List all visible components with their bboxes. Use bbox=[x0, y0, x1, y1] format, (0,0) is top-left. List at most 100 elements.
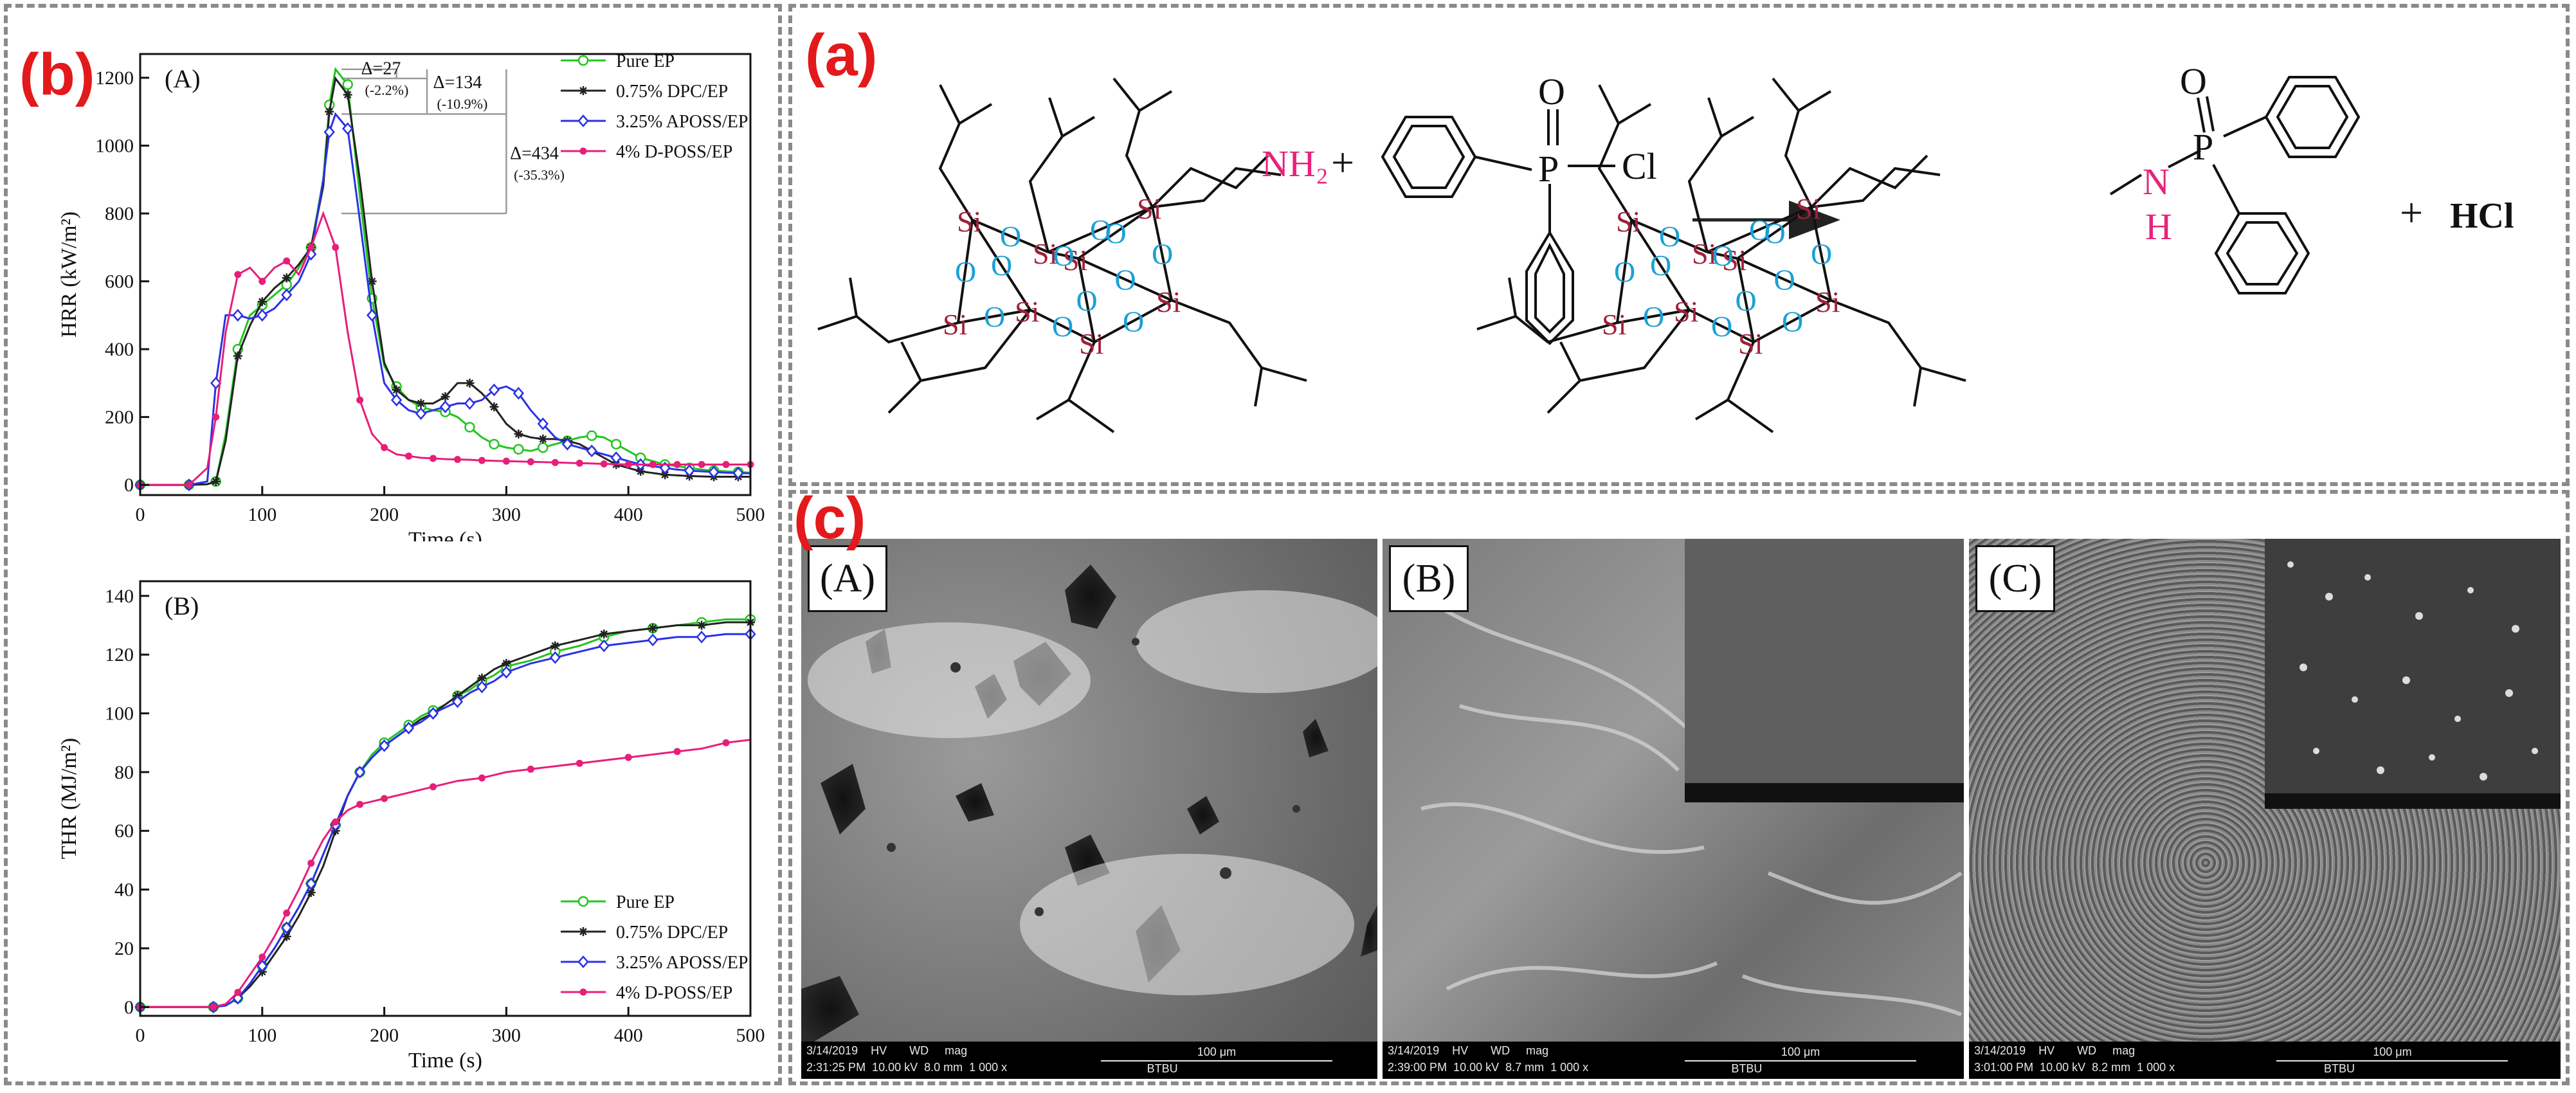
hrr-data-point bbox=[325, 107, 334, 116]
sem-c-surface bbox=[2265, 539, 2561, 809]
thr-ytick-label: 40 bbox=[114, 880, 134, 901]
hrr-data-point bbox=[537, 417, 549, 431]
hrr-data-point bbox=[489, 402, 499, 411]
thr-ylabel: THR (MJ/m²) bbox=[57, 738, 81, 860]
hrr-data-point bbox=[415, 407, 427, 420]
hrr-xtick-label: 500 bbox=[736, 504, 765, 525]
hrr-series-line bbox=[140, 76, 750, 486]
thr-data-point bbox=[722, 739, 730, 746]
silicon-atom: Si bbox=[1674, 295, 1698, 328]
thr-series-line bbox=[140, 618, 750, 1008]
hrr-data-point bbox=[332, 244, 340, 251]
oxygen-atom: O bbox=[955, 255, 976, 288]
hrr-data-point bbox=[512, 386, 525, 400]
oxygen-atom: O bbox=[1000, 220, 1021, 253]
sem-image-c: (C) 3/14/2019 HV WD mag 3:01:00 PM 10.00… bbox=[1969, 539, 2561, 1079]
propyl-linker bbox=[1811, 167, 1941, 208]
hrr-xtick-label: 200 bbox=[370, 504, 399, 525]
hrr-ytick-label: 800 bbox=[105, 203, 134, 224]
oxygen-atom: O bbox=[1712, 239, 1734, 272]
hrr-data-point bbox=[282, 273, 291, 283]
thr-legend-marker bbox=[577, 955, 589, 968]
isobutyl-arm bbox=[1547, 309, 1691, 414]
sem-c-footer-line1: 3/14/2019 HV WD mag bbox=[1974, 1044, 2136, 1057]
hrr-xtick-label: 300 bbox=[492, 504, 521, 525]
cage-bonds bbox=[817, 77, 1307, 433]
thr-xtick-label: 0 bbox=[136, 1025, 145, 1046]
plus-sign-2: + bbox=[2400, 190, 2423, 235]
thr-data-point bbox=[356, 800, 364, 808]
hrr-xtick-label: 100 bbox=[248, 504, 277, 525]
thr-data-point bbox=[427, 707, 439, 720]
oxygen-atom: O bbox=[1105, 217, 1127, 249]
isobutyl-arm bbox=[1035, 341, 1115, 433]
hrr-data-point bbox=[281, 288, 293, 302]
hrr-data-point bbox=[551, 458, 559, 466]
thr-data-point bbox=[477, 673, 487, 683]
hrr-data-point bbox=[600, 460, 608, 467]
hrr-data-point bbox=[722, 461, 730, 469]
hrr-data-point bbox=[367, 276, 377, 286]
sem-b-label: (B) bbox=[1389, 545, 1469, 612]
hrr-data-point bbox=[513, 444, 524, 455]
panel-c: (c) bbox=[788, 485, 2570, 1085]
thr-data-point bbox=[354, 765, 366, 779]
hrr-legend-entry: 0.75% DPC/EP bbox=[616, 82, 728, 102]
sem-image-a: (A) 3/14/2019 HV WD mag 2:31:25 PM 10.00… bbox=[801, 539, 1377, 1079]
hrr-data-point bbox=[684, 464, 695, 477]
thr-legend-entry: 3.25% APOSS/EP bbox=[616, 953, 748, 973]
hrr-legend-entry: 4% D-POSS/EP bbox=[616, 142, 732, 162]
hrr-data-point bbox=[698, 461, 705, 469]
panel-c-letter: (c) bbox=[794, 485, 866, 551]
thr-series-line bbox=[140, 633, 750, 1008]
panel-a-letter: (a) bbox=[805, 23, 878, 88]
oxygen-atom: O bbox=[1052, 310, 1073, 343]
hrr-data-point bbox=[660, 470, 670, 480]
hrr-data-point bbox=[464, 397, 476, 410]
hrr-data-point bbox=[538, 442, 549, 453]
thr-data-point bbox=[624, 754, 632, 761]
plus-sign-1: + bbox=[1331, 140, 1354, 185]
hrr-data-point bbox=[341, 122, 354, 135]
hrr-legend-marker bbox=[577, 114, 589, 127]
sem-b-footer: 3/14/2019 HV WD mag 2:39:00 PM 10.00 kV … bbox=[1383, 1042, 1964, 1079]
sem-a-footer-line1: 3/14/2019 HV WD mag bbox=[806, 1044, 968, 1057]
isobutyl-arm bbox=[1830, 299, 1966, 407]
product-phosphoryl-oxygen: O bbox=[2180, 60, 2207, 102]
sem-b-surface bbox=[1394, 539, 1964, 1016]
hrr-data-point bbox=[610, 451, 622, 464]
sem-c-org: BTBU bbox=[2324, 1062, 2355, 1075]
hrr-data-point bbox=[356, 396, 364, 404]
oxygen-atom: O bbox=[984, 300, 1005, 333]
silicon-atom: Si bbox=[1815, 285, 1840, 318]
silicon-atom: Si bbox=[943, 308, 967, 341]
hrr-data-point bbox=[430, 455, 437, 462]
isobutyl-arm bbox=[1151, 154, 1269, 208]
sem-c-footer: 3/14/2019 HV WD mag 3:01:00 PM 10.00 kV … bbox=[1969, 1042, 2561, 1079]
thr-data-point bbox=[599, 629, 609, 639]
oxygen-atom: O bbox=[1811, 238, 1832, 271]
hrr-plot-frame bbox=[139, 53, 752, 496]
hrr-delta-annotations: Δ=27(-2.2%)Δ=134(-10.9%)Δ=434(-35.3%) bbox=[341, 59, 565, 215]
thr-panel-label: (B) bbox=[165, 592, 199, 620]
thr-series-line bbox=[140, 621, 750, 1008]
hrr-data-point bbox=[453, 456, 461, 464]
hrr-data-point bbox=[259, 278, 266, 285]
hrr-legend-marker bbox=[579, 147, 587, 155]
hrr-data-point bbox=[489, 438, 500, 450]
hrr-data-point bbox=[210, 376, 222, 390]
thr-data-point bbox=[307, 859, 315, 867]
thr-data-point bbox=[697, 620, 707, 630]
thr-legend-marker bbox=[577, 896, 589, 907]
hrr-data-point bbox=[366, 309, 378, 322]
hrr-data-point bbox=[465, 378, 475, 388]
oxygen-atom: O bbox=[1152, 238, 1173, 271]
thr-data-point bbox=[234, 988, 242, 996]
thr-data-point bbox=[282, 932, 291, 941]
hrr-data-point bbox=[464, 422, 475, 433]
thr-data-point bbox=[378, 739, 390, 752]
dpc-molecule bbox=[1381, 109, 1615, 345]
isobutyl-arm bbox=[938, 84, 993, 221]
oxygen-atom: O bbox=[1650, 249, 1671, 282]
